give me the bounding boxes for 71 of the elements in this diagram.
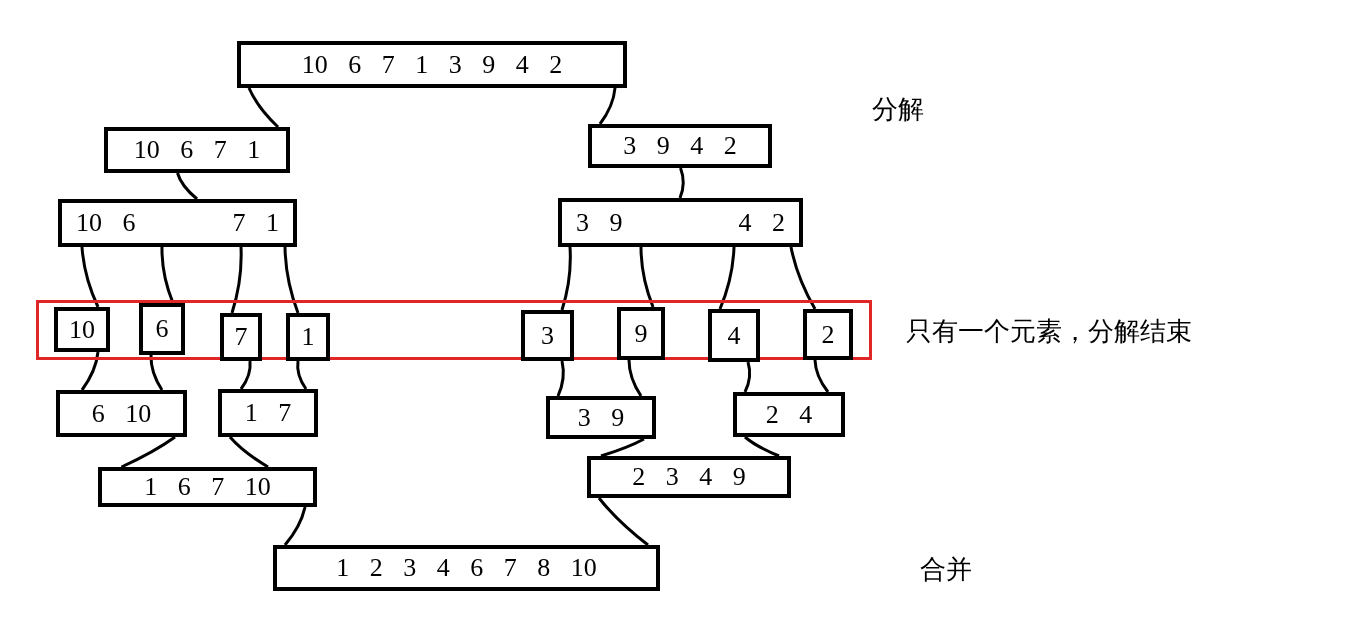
array-box (546, 396, 656, 439)
connector-line (80, 246, 100, 308)
array-values: 3 (541, 322, 554, 349)
connector-line (176, 172, 198, 201)
connector-line (239, 360, 252, 390)
array-box (286, 313, 330, 361)
connector-line (230, 246, 243, 314)
array-values: 1 7 (244, 400, 292, 426)
array-values: 1 2 3 4 6 7 8 10 (336, 555, 597, 581)
connector-line (627, 359, 643, 397)
array-values: 3 9 4 2 (623, 133, 737, 159)
array-box (803, 309, 853, 360)
array-box (218, 389, 318, 437)
array-box (521, 310, 574, 361)
array-box (220, 313, 262, 361)
connector-line (600, 437, 645, 458)
array-values: 4 2 (738, 209, 785, 236)
connector-line (597, 497, 649, 547)
connector-line (639, 246, 655, 308)
connector-line (283, 506, 307, 546)
array-box (273, 545, 660, 591)
connector-line (296, 360, 308, 390)
connector-line (228, 436, 269, 469)
connector-line (678, 167, 685, 199)
connector-line (556, 360, 565, 397)
connector-line (120, 435, 176, 469)
connector-line (813, 359, 830, 393)
array-box (733, 392, 845, 437)
array-box (58, 199, 297, 247)
connector-line (718, 246, 736, 310)
array-box (558, 198, 803, 247)
array-box (237, 41, 627, 88)
connector-line (789, 246, 817, 310)
group-frame (36, 300, 872, 360)
connector-line (560, 246, 572, 311)
array-values: 7 1 (232, 210, 279, 236)
connector-line (743, 361, 752, 393)
connector-line (149, 355, 164, 391)
array-box (98, 467, 317, 507)
array-values: 1 6 7 10 (144, 474, 271, 500)
connector-line (744, 435, 780, 458)
array-values: 4 (727, 322, 741, 349)
array-box (588, 124, 772, 168)
array-values: 9 (634, 320, 648, 347)
array-box (56, 390, 187, 437)
array-box (139, 303, 185, 355)
array-values: 6 10 (91, 400, 152, 427)
array-values: 3 9 (577, 404, 625, 431)
array-values: 10 (69, 316, 95, 343)
connector-line (283, 246, 300, 314)
array-values: 7 (234, 324, 248, 350)
array-box (54, 307, 110, 352)
array-values: 2 3 4 9 (632, 464, 746, 490)
array-values: 2 (821, 321, 835, 348)
array-values: 2 4 (765, 401, 813, 428)
connector-line (598, 87, 617, 125)
array-values: 10 6 7 1 (133, 137, 261, 163)
connector-line (80, 351, 100, 391)
array-values: 1 (301, 324, 315, 350)
array-box (104, 127, 290, 173)
array-box (587, 456, 791, 498)
stage-label: 合并 (920, 553, 972, 586)
note-text: 只有一个元素，分解结束 (906, 315, 1192, 348)
connector-line (247, 87, 280, 129)
array-values: 6 (155, 316, 169, 342)
array-values: 10 6 7 1 3 9 4 2 (301, 51, 563, 78)
array-box (617, 307, 665, 360)
array-values: 3 9 (576, 209, 623, 236)
stage-label: 分解 (872, 93, 924, 126)
array-box (708, 309, 760, 362)
array-values: 10 6 (76, 210, 136, 236)
